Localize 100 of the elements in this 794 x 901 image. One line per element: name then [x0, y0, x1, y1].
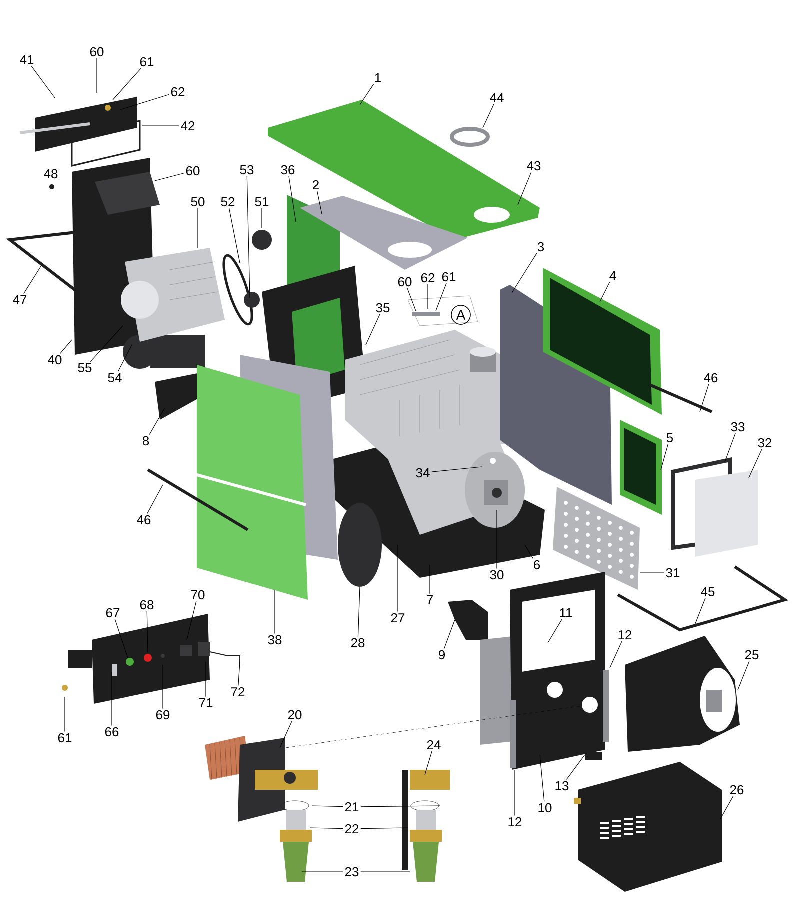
leader-line	[444, 620, 456, 649]
callout-number: 60	[90, 47, 104, 57]
callout-number: 40	[48, 355, 62, 365]
leader-line	[24, 264, 42, 294]
callout-number: 6	[534, 560, 540, 570]
leader-line	[700, 384, 710, 412]
leader-line	[566, 754, 586, 780]
leader-line	[432, 466, 482, 472]
callout-number: 66	[105, 727, 119, 737]
leader-line	[610, 640, 622, 668]
leader-line	[660, 444, 669, 470]
leader-line	[310, 828, 344, 830]
callout-number: 3	[538, 242, 544, 252]
callout-number: 38	[268, 635, 282, 645]
callout-number: 52	[221, 197, 235, 207]
callout-number: 42	[181, 121, 195, 131]
callout-number: 69	[156, 710, 170, 720]
callout-number: 25	[745, 650, 759, 660]
callout-number: 20	[288, 710, 302, 720]
callout-number: 21	[345, 802, 359, 812]
leader-line	[738, 661, 750, 690]
callout-number: 62	[421, 273, 435, 283]
callout-number: 47	[13, 296, 27, 304]
leader-line	[720, 796, 734, 820]
callout-number: 68	[140, 600, 154, 610]
leader-line	[358, 586, 360, 637]
callout-number: 23	[345, 867, 359, 877]
leader-line	[288, 176, 296, 222]
leader-line	[540, 754, 545, 802]
leader-line	[514, 770, 516, 816]
leader-line	[112, 68, 142, 100]
leader-line	[600, 282, 610, 302]
callout-number: 11	[560, 608, 572, 618]
leader-line	[274, 590, 276, 634]
callout-number: 1	[375, 74, 381, 82]
leader-line	[312, 806, 344, 808]
leader-line	[482, 104, 494, 128]
leader-line	[518, 172, 532, 206]
leader-line	[96, 58, 98, 94]
callout-number: 4	[610, 272, 616, 280]
callout-number: 70	[191, 590, 205, 600]
callout-number: 34	[416, 468, 430, 478]
callout-number: 45	[701, 587, 715, 597]
leader-line	[238, 662, 240, 686]
leader-line	[512, 253, 538, 294]
callout-number: 13	[556, 781, 569, 791]
leader-line	[31, 66, 56, 98]
leader-line	[118, 344, 132, 372]
leader-line	[154, 173, 184, 182]
callout-number: 50	[191, 197, 205, 207]
leader-line	[694, 598, 706, 626]
leader-line	[120, 94, 170, 110]
leader-line	[146, 611, 148, 654]
leader-line	[360, 806, 440, 808]
callout-number: 46	[704, 373, 718, 383]
callout-number: 54	[108, 373, 122, 383]
callout-number: 24	[427, 740, 441, 750]
leader-line	[64, 696, 66, 732]
leader-line	[724, 433, 736, 462]
callout-number: 71	[199, 698, 213, 708]
leader-line	[407, 288, 416, 312]
callout-number: 44	[490, 94, 504, 102]
callout-number: 33	[731, 422, 745, 432]
callout-number: 67	[106, 608, 120, 618]
callout-number: 72	[231, 687, 245, 697]
callout-number: 62	[171, 87, 185, 97]
leader-line	[147, 484, 164, 514]
leader-line	[280, 721, 292, 748]
callout-number: 30	[490, 570, 504, 580]
callout-number: 61	[58, 733, 72, 743]
callout-number: 8	[142, 436, 150, 446]
leader-line	[524, 544, 534, 559]
callout-number: 9	[439, 650, 445, 660]
callout-number: 7	[427, 596, 433, 604]
callout-number: 55	[78, 363, 92, 373]
callout-number: 5	[666, 433, 674, 443]
callout-number: 22	[345, 824, 359, 834]
callout-number: 10	[538, 803, 552, 813]
callout-number: 31	[666, 568, 680, 578]
leader-line	[424, 750, 432, 776]
callout-number: 35	[376, 303, 390, 313]
leader-line	[436, 283, 447, 312]
callout-number: 48	[44, 169, 58, 179]
leader-line	[366, 314, 380, 346]
leader-line	[149, 408, 166, 435]
leader-line	[360, 84, 374, 106]
leader-line	[228, 208, 240, 264]
callout-number: 61	[140, 57, 154, 67]
leader-line	[317, 190, 322, 214]
leader-line	[90, 326, 124, 362]
callout-number: 41	[20, 56, 34, 64]
leader-line	[246, 176, 250, 298]
callout-number: 12	[618, 630, 632, 640]
leader-line	[548, 618, 563, 644]
leader-line	[640, 572, 664, 574]
callout-number: 46	[137, 515, 151, 525]
callout-number: 43	[527, 161, 541, 171]
callout-number: 26	[730, 785, 744, 795]
callout-number: 2	[313, 180, 319, 190]
callout-number: 60	[186, 166, 200, 176]
